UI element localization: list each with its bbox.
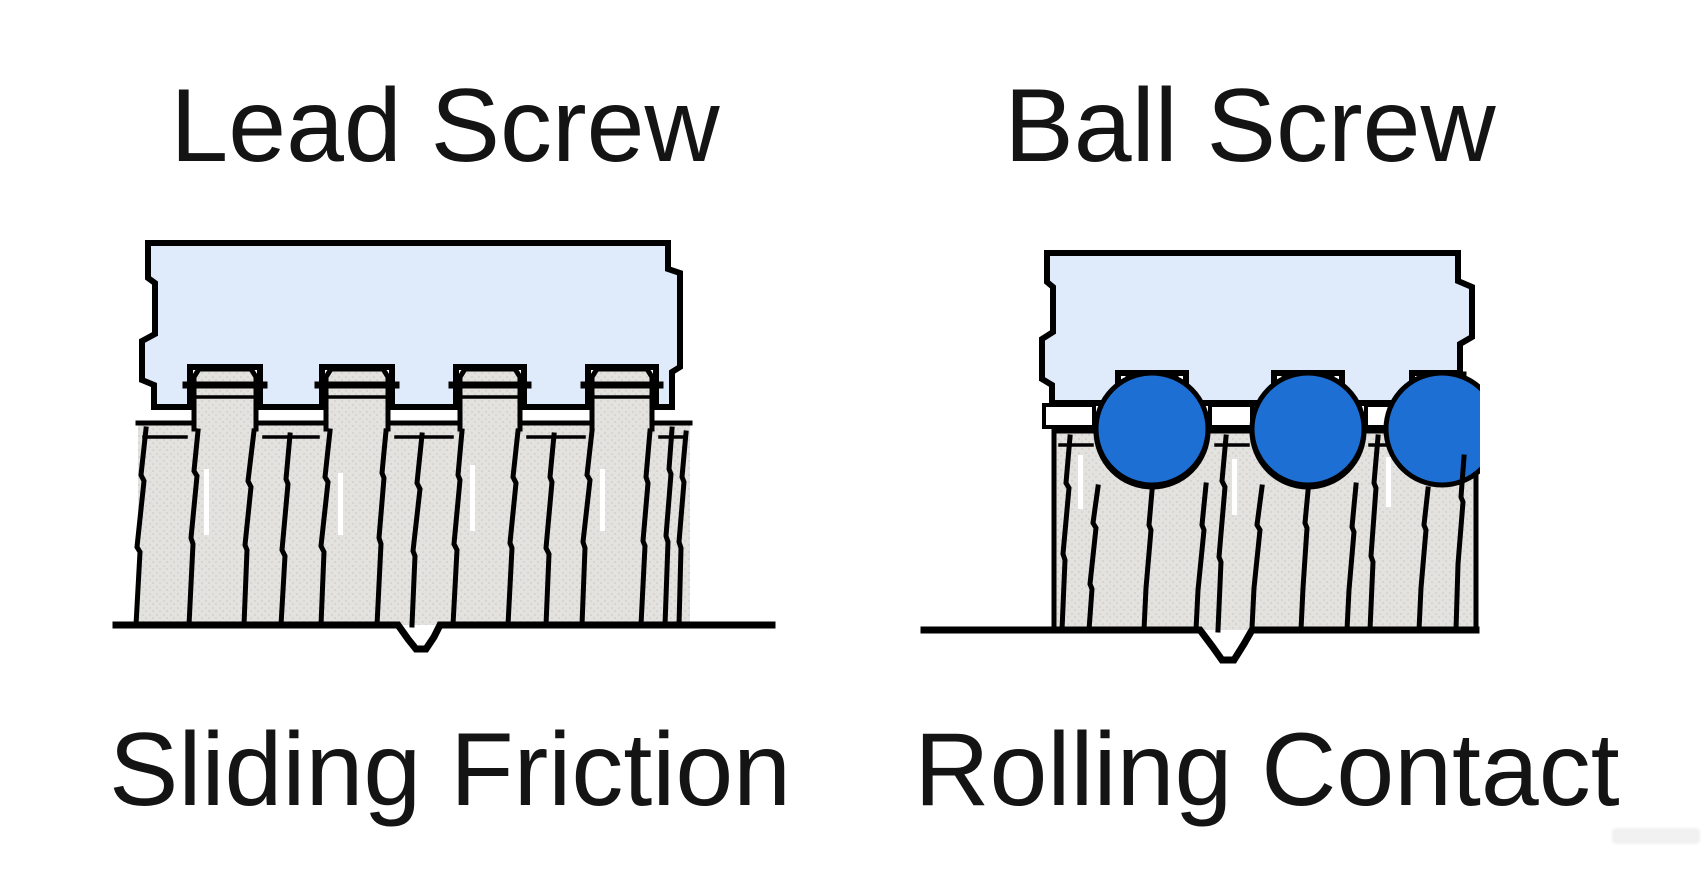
lead-screw-caption: Sliding Friction (108, 712, 792, 828)
thread-tooth (314, 366, 400, 432)
ball-thread-flank-lines (1059, 434, 1467, 633)
ball-screw-figure (920, 250, 1480, 664)
watermark-smudge (1612, 828, 1700, 844)
lead-thread-teeth (182, 366, 664, 432)
ball-bearings (1093, 370, 1480, 488)
lead-thread-flank-lines (133, 426, 689, 628)
ball-bearing-1 (1093, 370, 1211, 488)
ball-screw-caption: Rolling Contact (914, 712, 1620, 828)
ball-bearing-3 (1383, 370, 1480, 488)
ball-bearing-2 (1249, 370, 1367, 488)
thread-tooth (182, 366, 268, 432)
ball-screw-title: Ball Screw (1004, 68, 1496, 184)
thread-tooth (580, 366, 664, 432)
thread-tooth (448, 366, 532, 432)
lead-screw-baseline (112, 621, 776, 653)
ball-nut-cross-section (1039, 250, 1475, 406)
ball-screw-baseline (920, 626, 1480, 664)
lead-screw-title: Lead Screw (170, 68, 720, 184)
lead-screw-figure (112, 240, 776, 653)
